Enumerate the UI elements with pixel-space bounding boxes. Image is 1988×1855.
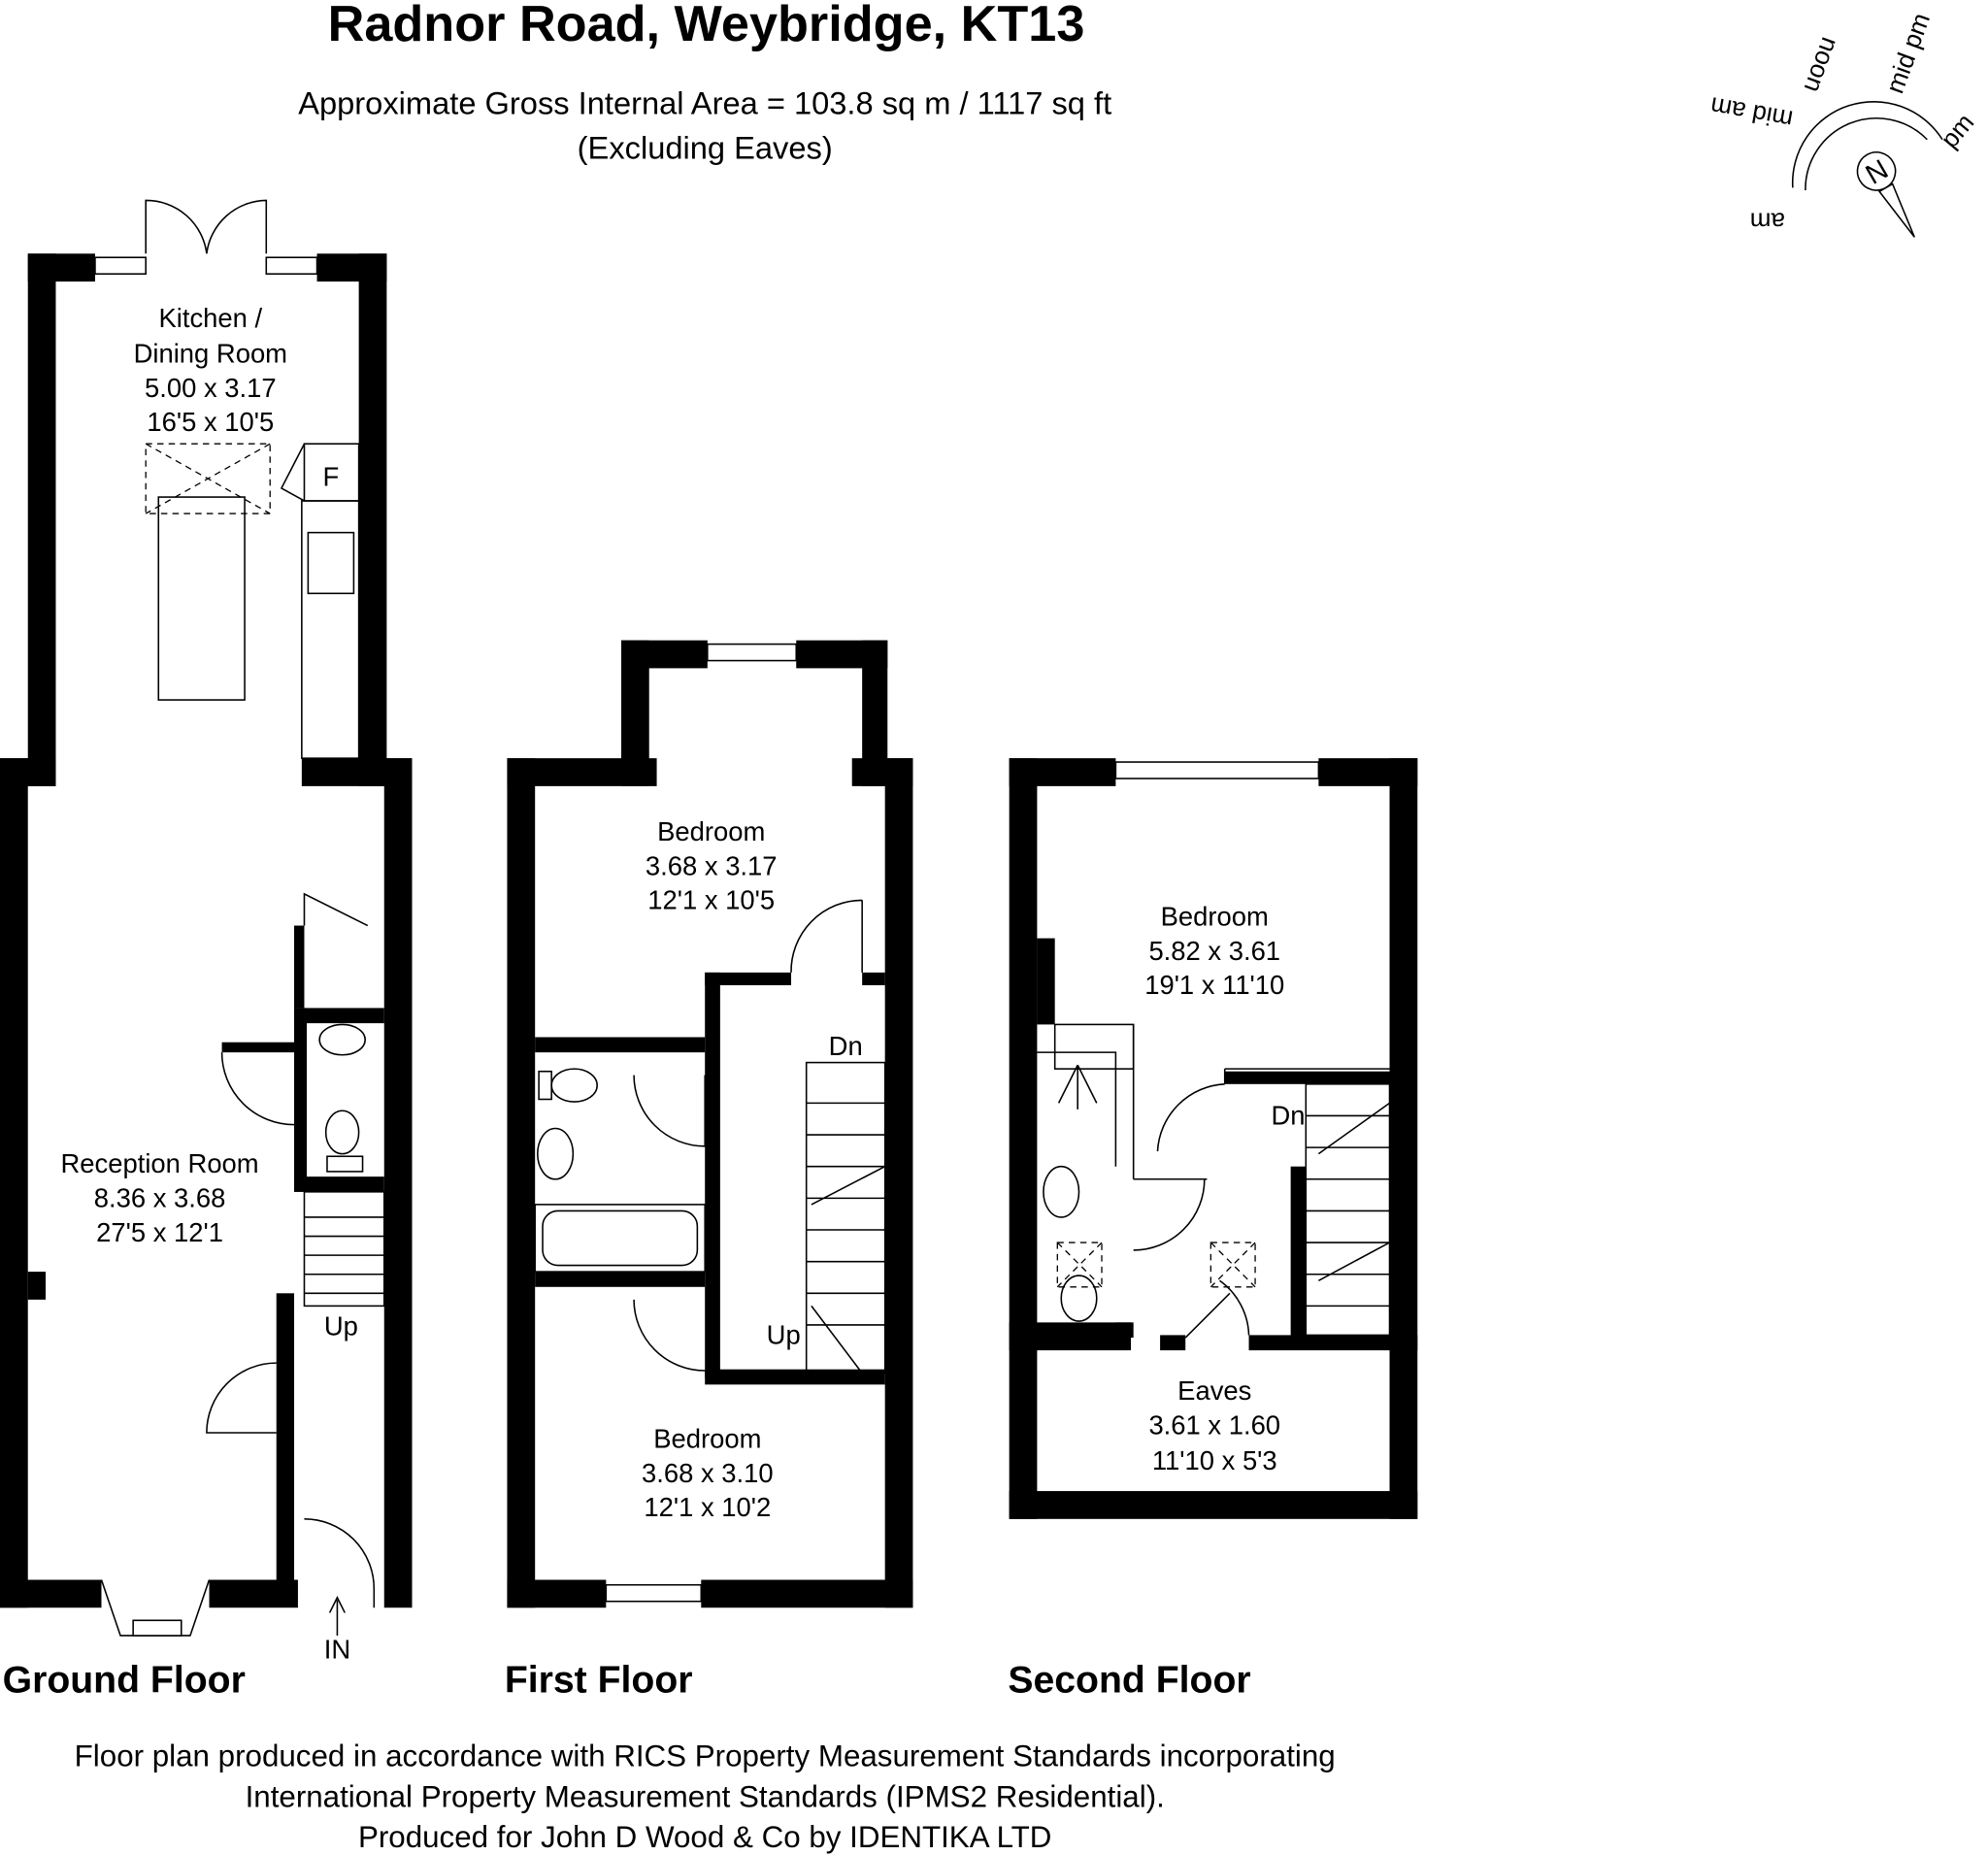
- compass-needle: [1877, 182, 1915, 238]
- french-doors: [145, 199, 268, 254]
- bedroom2-metric: 3.68 x 3.10: [642, 1458, 774, 1488]
- kitchen-name-2: Dining Room: [134, 339, 287, 369]
- compass-mid-pm: mid pm: [1880, 9, 1936, 97]
- eaves-metric: 3.61 x 1.60: [1148, 1409, 1280, 1440]
- footer-line-1: Floor plan produced in accordance with R…: [75, 1739, 1336, 1773]
- eaves-imperial: 11'10 x 5'3: [1152, 1445, 1277, 1475]
- first-floor-plan: Dn Up Bedroom 3.68 x 3.17 12'1 x 10'5 Be…: [507, 640, 913, 1608]
- compass-noon: noon: [1799, 34, 1845, 97]
- footer-line-2: International Property Measurement Stand…: [246, 1779, 1165, 1813]
- second-bedroom-name: Bedroom: [1161, 902, 1269, 932]
- fridge-label: F: [323, 461, 340, 491]
- first-stairs-down: Dn: [829, 1031, 863, 1061]
- kitchen-island: [157, 496, 246, 701]
- second-stairs-down: Dn: [1271, 1101, 1305, 1131]
- stairs-up-label: Up: [324, 1310, 358, 1341]
- bedroom1-name: Bedroom: [657, 816, 765, 846]
- kitchen-metric: 5.00 x 3.17: [145, 373, 277, 403]
- second-bedroom-metric: 5.82 x 3.61: [1148, 936, 1280, 966]
- compass-mid-am: mid am: [1708, 91, 1796, 134]
- second-bedroom-imperial: 19'1 x 11'10: [1144, 970, 1284, 1000]
- compass-pm: pm: [1935, 108, 1979, 153]
- compass-am: am: [1750, 208, 1785, 237]
- bedroom2-imperial: 12'1 x 10'2: [644, 1492, 771, 1522]
- footer-line-3: Produced for John D Wood & Co by IDENTIK…: [358, 1820, 1051, 1854]
- wc-door: [220, 1052, 295, 1126]
- front-door: [304, 1518, 376, 1608]
- second-floor-plan: Dn Bedroom 5.82 x 3.61 19'1 x 11'10 Eave…: [1009, 758, 1418, 1519]
- first-stairs-up: Up: [767, 1320, 801, 1350]
- hall-door: [206, 1362, 277, 1434]
- bedroom2-name: Bedroom: [653, 1424, 761, 1454]
- second-floor-label: Second Floor: [1008, 1660, 1250, 1702]
- kitchen-imperial: 16'5 x 10'5: [147, 407, 274, 437]
- shower-icon: [1057, 1064, 1098, 1110]
- kitchen-name: Kitchen /: [158, 303, 262, 333]
- ground-floor-label: Ground Floor: [3, 1660, 246, 1702]
- compass: N am mid am noon mid pm pm: [1708, 9, 1979, 238]
- first-floor-label: First Floor: [505, 1660, 693, 1702]
- area-text: Approximate Gross Internal Area = 103.8 …: [298, 85, 1111, 121]
- entrance-label: IN: [324, 1634, 350, 1664]
- bedroom1-imperial: 12'1 x 10'5: [647, 885, 775, 915]
- area-note: (Excluding Eaves): [578, 129, 833, 165]
- bedroom1-metric: 3.68 x 3.17: [646, 850, 778, 880]
- page-title: Radnor Road, Weybridge, KT13: [328, 0, 1085, 52]
- reception-metric: 8.36 x 3.68: [94, 1183, 226, 1213]
- reception-name: Reception Room: [61, 1148, 259, 1178]
- entrance-arrow-icon: [328, 1596, 346, 1636]
- ground-floor-plan: F Up IN Kitchen / Dining Room 5.00 x 3.1…: [0, 199, 413, 1664]
- reception-imperial: 27'5 x 12'1: [96, 1217, 223, 1247]
- eaves-name: Eaves: [1177, 1375, 1251, 1406]
